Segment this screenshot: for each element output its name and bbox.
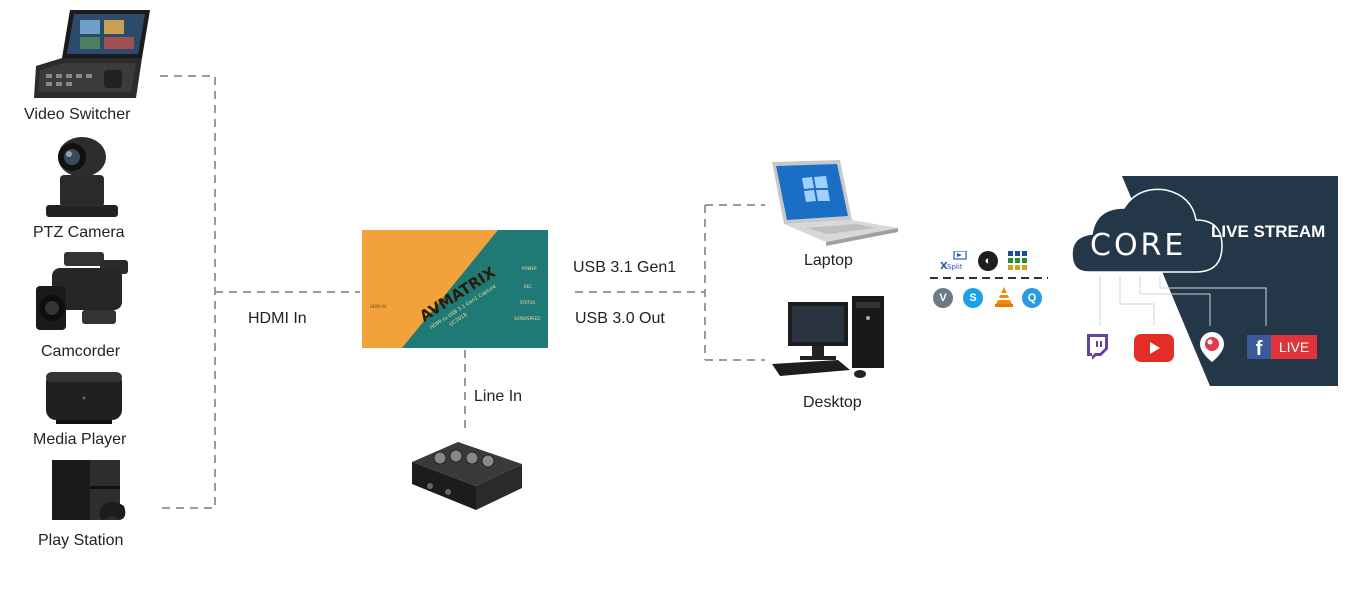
source-label-video-switcher: Video Switcher [24, 106, 131, 123]
usb-out-label: USB 3.0 Out [575, 310, 665, 327]
line-in-label: Line In [474, 388, 523, 405]
play-station-icon [52, 460, 126, 520]
source-label-media-player: Media Player [33, 431, 127, 448]
xsplit-icon: X Split [940, 250, 968, 272]
skype-icon: S [963, 288, 983, 308]
youtube-icon [1134, 334, 1174, 362]
live-stream-title: LIVE STREAM [1211, 222, 1326, 241]
video-switcher-icon [34, 10, 150, 98]
cloud-core-text: CORE [1090, 228, 1187, 263]
facebook-icon: f [1247, 335, 1271, 359]
vlc-icon [993, 286, 1015, 308]
source-bus-line [160, 75, 216, 509]
capture-device: POWER REC STATUS SUPERSPEED HDMI IN AVMA… [362, 230, 548, 348]
media-player-icon [46, 372, 122, 424]
quicktime-icon: Q [1022, 288, 1042, 308]
hdmi-in-label: HDMI In [248, 310, 307, 327]
source-label-camcorder: Camcorder [41, 343, 121, 360]
laptop-icon [772, 160, 898, 246]
desktop-label: Desktop [803, 394, 862, 411]
vmix-icon [1008, 251, 1028, 271]
obs-icon: ◐ [978, 251, 998, 271]
svg-text:X: X [940, 261, 948, 271]
live-stream-panel [1071, 176, 1338, 386]
svg-text:HDMI IN: HDMI IN [370, 304, 386, 309]
periscope-icon [1200, 332, 1224, 362]
vidblaster-icon: V [933, 288, 953, 308]
svg-text:POWER: POWER [522, 266, 537, 271]
svg-text:Split: Split [947, 263, 963, 271]
ptz-camera-icon [46, 137, 118, 217]
camcorder-icon [36, 252, 128, 330]
facebook-live-badge: LIVE [1271, 335, 1317, 359]
twitch-icon [1087, 334, 1108, 360]
usb-gen1-label: USB 3.1 Gen1 [573, 259, 677, 276]
audio-mixer-icon [412, 442, 522, 510]
laptop-label: Laptop [804, 252, 853, 269]
source-label-ptz-camera: PTZ Camera [33, 224, 125, 241]
svg-text:STATUS: STATUS [520, 300, 535, 305]
source-label-play-station: Play Station [38, 532, 124, 549]
desktop-icon [772, 296, 884, 378]
svg-text:REC: REC [524, 284, 532, 289]
svg-text:SUPERSPEED: SUPERSPEED [514, 316, 540, 321]
